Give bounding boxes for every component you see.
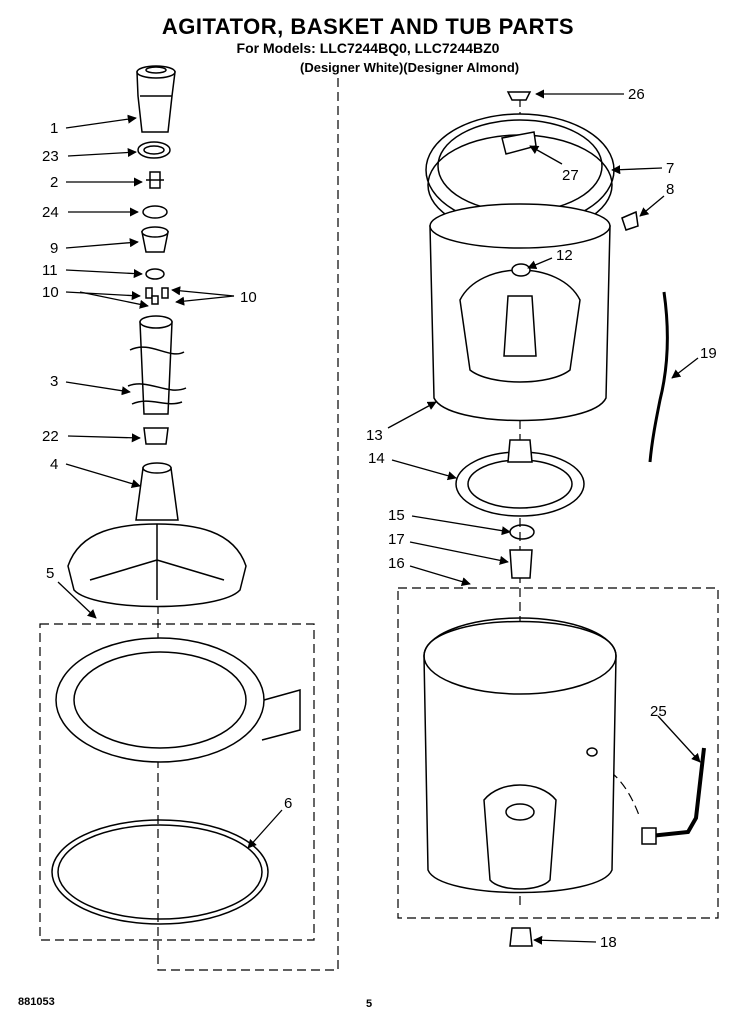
part-11-ring bbox=[145, 268, 165, 280]
part-2-bolt bbox=[146, 171, 164, 189]
callout-17: 17 bbox=[388, 531, 405, 548]
part-19-hose bbox=[648, 291, 669, 463]
callout-16: 16 bbox=[388, 555, 405, 572]
part-18-drain bbox=[509, 927, 533, 947]
callout-10-right: 10 bbox=[240, 289, 257, 306]
models-line: For Models: LLC7244BQ0, LLC7244BZ0 bbox=[236, 40, 500, 56]
callout-19: 19 bbox=[700, 345, 717, 362]
page-number: 5 bbox=[366, 998, 373, 1010]
part-15-ring bbox=[509, 524, 535, 540]
callout-2: 2 bbox=[50, 174, 58, 191]
callout-12: 12 bbox=[556, 247, 573, 264]
callout-6: 6 bbox=[284, 795, 292, 812]
callout-26: 26 bbox=[628, 86, 645, 103]
callout-10-left: 10 bbox=[42, 284, 59, 301]
callout-23: 23 bbox=[42, 148, 59, 165]
callout-15: 15 bbox=[388, 507, 405, 524]
callout-27: 27 bbox=[562, 167, 579, 184]
part-23-seal bbox=[137, 141, 171, 159]
callout-5: 5 bbox=[46, 565, 54, 582]
part-16-outer-tub bbox=[423, 617, 617, 894]
callout-18: 18 bbox=[600, 934, 617, 951]
part-26-clip bbox=[506, 91, 532, 101]
callout-7: 7 bbox=[666, 160, 674, 177]
part-8-clip bbox=[621, 210, 639, 231]
part-14-drive-block bbox=[455, 439, 585, 517]
callout-9: 9 bbox=[50, 240, 58, 257]
callout-24: 24 bbox=[42, 204, 59, 221]
callout-3: 3 bbox=[50, 373, 58, 390]
callout-8: 8 bbox=[666, 181, 674, 198]
part-6-seal-ring bbox=[51, 819, 269, 925]
part-9-insert bbox=[141, 226, 169, 253]
part-17-spanner bbox=[509, 549, 533, 579]
part-22-cam bbox=[143, 427, 169, 445]
callout-13: 13 bbox=[366, 427, 383, 444]
part-10-dogs bbox=[145, 287, 169, 305]
part-25-hose bbox=[641, 747, 706, 845]
diagram-title: AGITATOR, BASKET AND TUB PARTS bbox=[161, 14, 575, 39]
part-12-nut bbox=[511, 263, 531, 277]
leader-arrows bbox=[57, 89, 701, 945]
part-3-auger bbox=[127, 315, 187, 415]
part-1-agitator-cap bbox=[136, 65, 176, 133]
callout-11: 11 bbox=[42, 262, 58, 279]
part-13-basket bbox=[429, 203, 611, 422]
callout-1: 1 bbox=[50, 120, 58, 137]
callout-14: 14 bbox=[368, 450, 385, 467]
part-4-agitator-base bbox=[67, 462, 247, 608]
part-24-oring bbox=[142, 205, 168, 219]
callout-25: 25 bbox=[650, 703, 667, 720]
diagram-code: 881053 bbox=[18, 996, 55, 1008]
part-5-tub-ring bbox=[55, 637, 301, 763]
colors-line: (Designer White)(Designer Almond) bbox=[300, 60, 520, 75]
callout-22: 22 bbox=[42, 428, 59, 445]
callout-4: 4 bbox=[50, 456, 58, 473]
